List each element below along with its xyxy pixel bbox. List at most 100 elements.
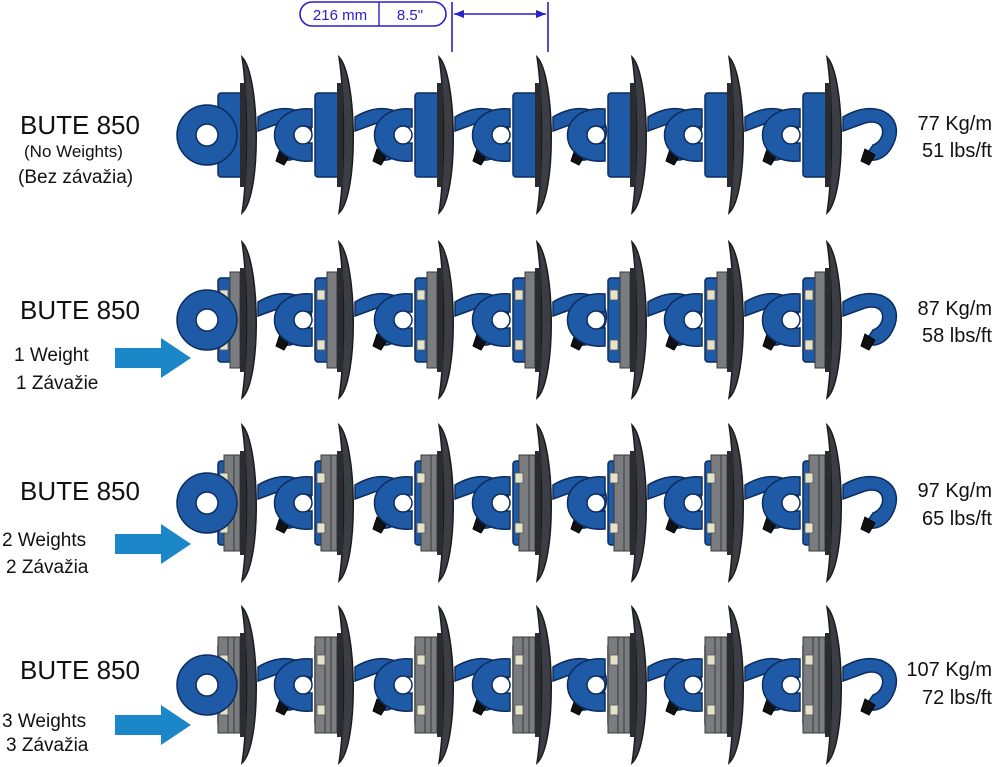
bolt bbox=[316, 522, 326, 534]
bolt bbox=[609, 289, 619, 301]
weight-plate bbox=[512, 636, 524, 734]
start-eye-hole bbox=[195, 123, 219, 147]
row-weight-en: 3 Weights bbox=[2, 711, 87, 732]
row-title: BUTE 850 bbox=[20, 295, 140, 325]
link-eye-hole bbox=[683, 675, 703, 695]
bolt bbox=[316, 472, 326, 484]
dimension-arrowhead-left bbox=[454, 10, 464, 18]
link-eye-hole bbox=[393, 125, 413, 145]
dimension-metric: 216 mm bbox=[313, 7, 367, 24]
bolt bbox=[706, 339, 716, 351]
weight-plate bbox=[607, 636, 619, 734]
disc-hub bbox=[630, 83, 636, 187]
weight-plate bbox=[802, 636, 814, 734]
disc-hub bbox=[437, 268, 443, 372]
bolt bbox=[514, 289, 524, 301]
link-eye-hole bbox=[393, 493, 413, 513]
row-weight-sk: 2 Závažia bbox=[6, 557, 89, 578]
link-eye-hole bbox=[683, 310, 703, 330]
row-title: BUTE 850 bbox=[20, 476, 140, 506]
bolt bbox=[706, 704, 716, 716]
row-weight-sk: 1 Závažie bbox=[16, 373, 99, 394]
disc-hub bbox=[535, 633, 541, 737]
weight-plate bbox=[704, 636, 716, 734]
link-hook bbox=[842, 657, 897, 711]
bolt bbox=[514, 472, 524, 484]
chain-row bbox=[176, 54, 897, 215]
dimension-imperial: 8.5" bbox=[397, 7, 423, 24]
disc-hub bbox=[337, 451, 343, 555]
weight-plate bbox=[710, 454, 722, 552]
weight-plate bbox=[518, 454, 530, 552]
disc-hub bbox=[535, 451, 541, 555]
link-eye-hole bbox=[491, 125, 511, 145]
row-note-en: (No Weights) bbox=[24, 142, 123, 161]
weight-arrow-icon bbox=[115, 524, 191, 564]
row-kg-per-m: 97 Kg/m bbox=[917, 480, 992, 502]
link-eye-hole bbox=[586, 310, 606, 330]
bolt bbox=[804, 289, 814, 301]
link-hook bbox=[842, 292, 897, 346]
row-kg-per-m: 77 Kg/m bbox=[917, 113, 992, 135]
link-eye-hole bbox=[293, 675, 313, 695]
chain-row bbox=[176, 422, 897, 583]
chain-link bbox=[761, 54, 897, 215]
bolt bbox=[609, 522, 619, 534]
bolt bbox=[316, 289, 326, 301]
disc-hub bbox=[437, 83, 443, 187]
link-hook bbox=[842, 475, 897, 529]
row-weight-en: 2 Weights bbox=[2, 530, 87, 551]
row-title: BUTE 850 bbox=[20, 110, 140, 140]
start-eye-hole bbox=[195, 491, 219, 515]
disc-hub bbox=[630, 268, 636, 372]
chain-row bbox=[176, 604, 897, 765]
row-title: BUTE 850 bbox=[20, 655, 140, 685]
link-eye-hole bbox=[491, 493, 511, 513]
chain-link bbox=[761, 604, 897, 765]
bolt bbox=[804, 522, 814, 534]
chain-start-eye bbox=[176, 289, 238, 351]
disc-hub bbox=[240, 83, 246, 187]
disc-hub bbox=[337, 633, 343, 737]
disc-hub bbox=[825, 83, 831, 187]
bolt bbox=[514, 704, 524, 716]
link-eye-hole bbox=[293, 310, 313, 330]
row-weight-sk: 3 Závažia bbox=[6, 735, 89, 756]
disc-hub bbox=[727, 633, 733, 737]
chain-link bbox=[761, 239, 897, 400]
bolt bbox=[804, 472, 814, 484]
bolt bbox=[706, 472, 716, 484]
bolt bbox=[416, 472, 426, 484]
link-eye-hole bbox=[683, 493, 703, 513]
weight-plate bbox=[326, 271, 338, 369]
link-eye-hole bbox=[293, 125, 313, 145]
link-eye-hole bbox=[586, 493, 606, 513]
weight-plate bbox=[613, 454, 625, 552]
chain-start-eye bbox=[176, 104, 238, 166]
hook-tip bbox=[860, 698, 876, 716]
bolt bbox=[416, 522, 426, 534]
disc-hub bbox=[437, 451, 443, 555]
chain-link bbox=[761, 422, 897, 583]
row-lbs-per-ft: 72 lbs/ft bbox=[921, 687, 992, 709]
link-hook bbox=[842, 107, 897, 161]
chain-start-eye bbox=[176, 654, 238, 716]
bolt bbox=[316, 654, 326, 666]
link-eye-hole bbox=[586, 125, 606, 145]
row-weight-en: 1 Weight bbox=[14, 345, 89, 366]
link-eye-hole bbox=[293, 493, 313, 513]
chain-link bbox=[471, 239, 607, 400]
chain-start-eye bbox=[176, 472, 238, 534]
disc-hub bbox=[825, 633, 831, 737]
link-eye-hole bbox=[393, 675, 413, 695]
disc-hub bbox=[535, 268, 541, 372]
weight-plate bbox=[420, 454, 432, 552]
link-eye-hole bbox=[393, 310, 413, 330]
disc-hub bbox=[727, 451, 733, 555]
link-eye-hole bbox=[683, 125, 703, 145]
weight-plate bbox=[524, 271, 536, 369]
link-eye-hole bbox=[491, 675, 511, 695]
hook-tip bbox=[860, 148, 876, 166]
